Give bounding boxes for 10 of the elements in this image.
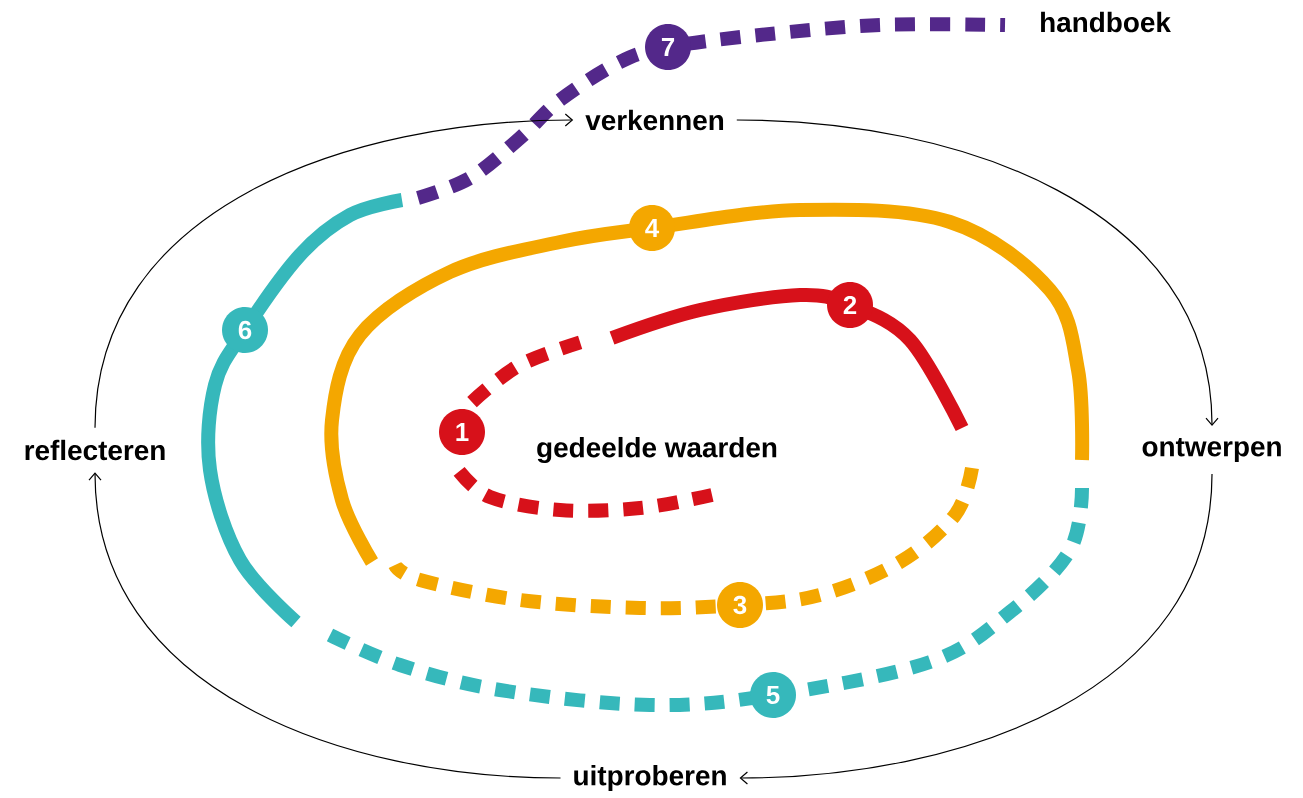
- stage-label: verkennen: [585, 109, 724, 131]
- stage-label: reflecteren: [25, 439, 165, 461]
- stage-label: ontwerpen: [1142, 438, 1281, 462]
- center-label: gedeelde waarden: [537, 436, 777, 464]
- stage-label: handboek: [1041, 11, 1171, 33]
- cycle-arrow: [88, 472, 562, 779]
- cycle-arrow: [736, 119, 1219, 426]
- cycle-arrow: [94, 113, 574, 429]
- cycle-arrow: [739, 473, 1213, 785]
- stage-label: uitproberen: [574, 765, 726, 791]
